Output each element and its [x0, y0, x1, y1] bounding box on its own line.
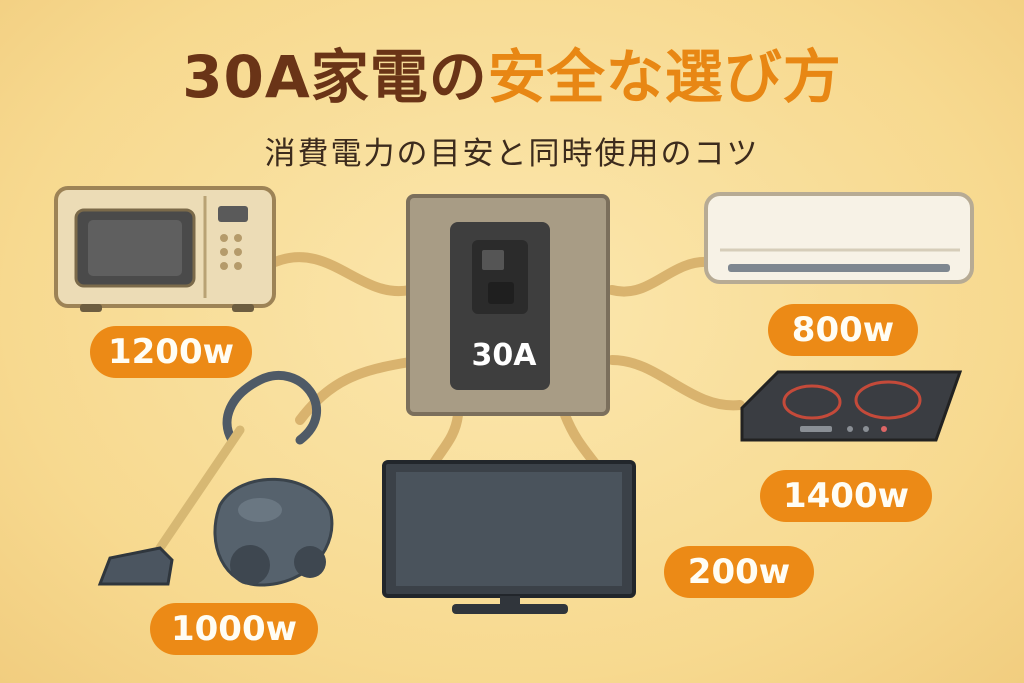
air-conditioner-watt-badge: 800w: [768, 304, 918, 356]
vacuum-watt-badge: 1000w: [150, 603, 318, 655]
page-subtitle: 消費電力の目安と同時使用のコツ: [264, 136, 760, 172]
microwave-watt-badge: 1200w: [90, 326, 252, 378]
air-conditioner-icon: [704, 192, 974, 284]
microwave-icon: [54, 186, 276, 312]
title-part2: 安全な選び方: [487, 43, 842, 111]
breaker-box-icon: [406, 194, 610, 416]
tv-icon: [382, 460, 636, 614]
vacuum-icon: [97, 370, 334, 587]
breaker-amp-label: 30A: [471, 338, 537, 373]
induction-cooktop-icon: [740, 370, 963, 442]
tv-watt-badge: 200w: [664, 546, 814, 598]
induction-cooktop-watt-badge: 1400w: [760, 470, 932, 522]
title-part1: 30A家電の: [182, 43, 488, 111]
power-cables: [270, 252, 745, 475]
page-title: 30A家電の安全な選び方: [0, 30, 1024, 114]
